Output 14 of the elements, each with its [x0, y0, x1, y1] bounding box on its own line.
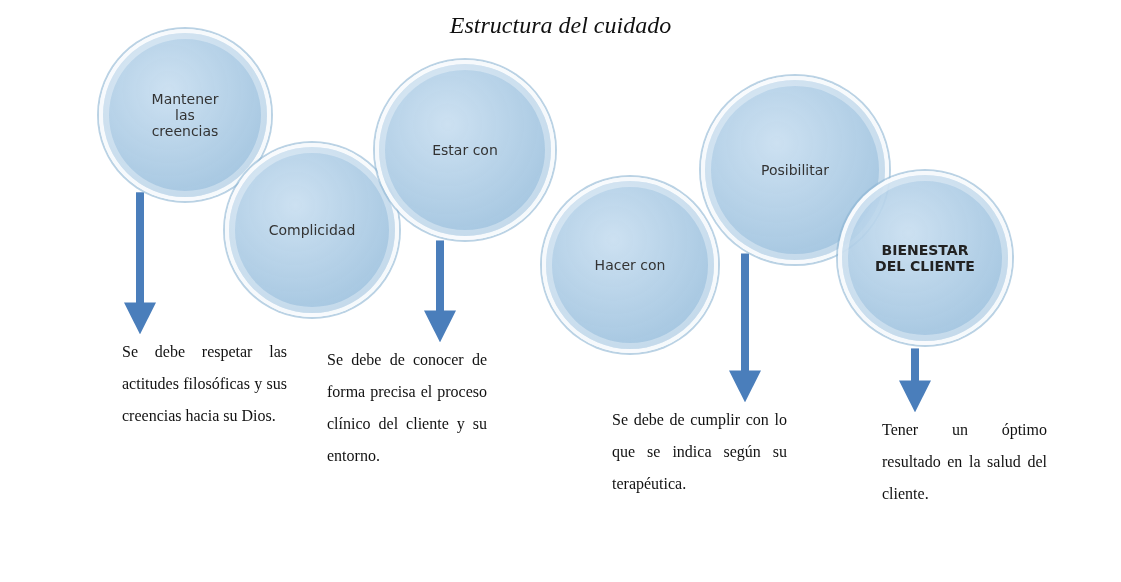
arrow	[424, 240, 456, 343]
description-text: Se debe respetar las actitudes filosóficas y sus creencias hacia su Dios.	[122, 336, 287, 432]
circle-label: Mantener las creencias	[150, 91, 220, 139]
diagram-title: Estructura del cuidado	[448, 12, 673, 39]
arrow	[124, 192, 156, 335]
description-text: Se debe de cumplir con lo que se indica según su terapéutica.	[612, 404, 787, 500]
circle-label: Hacer con	[594, 257, 666, 273]
arrow	[729, 253, 761, 403]
description-text: Se debe de conocer de forma precisa el proceso clínico del cliente y su entorno.	[327, 344, 487, 472]
circle-label: Estar con	[432, 142, 498, 158]
circle-label: Complicidad	[268, 222, 356, 238]
circle-label: BIENESTAR DEL CLIENTE	[875, 242, 975, 274]
description-text: Tener un óptimo resultado en la salud del cliente.	[882, 414, 1047, 510]
circle-label: Posibilitar	[760, 162, 830, 178]
